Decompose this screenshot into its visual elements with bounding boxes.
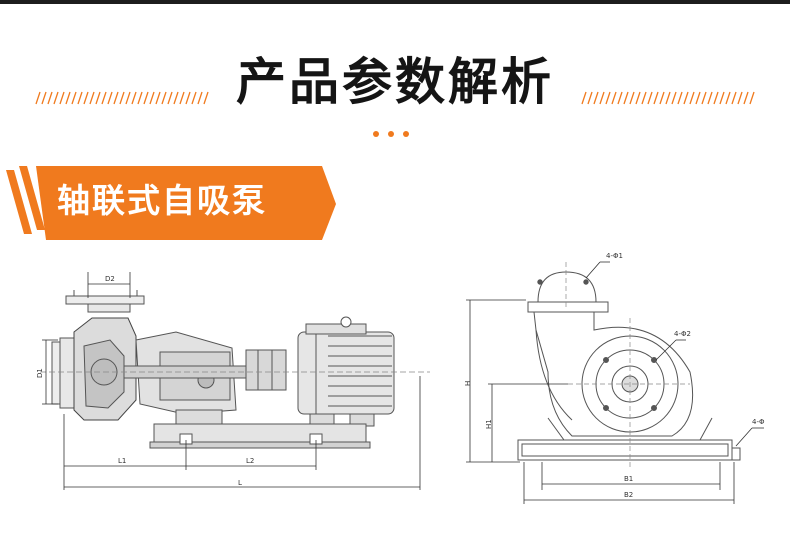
dim-label-l1: L1: [118, 457, 126, 465]
section-badge: [6, 166, 336, 240]
dim-label-b1: B1: [624, 475, 633, 483]
dot: [373, 131, 379, 137]
dim-label-b2: B2: [624, 491, 633, 499]
title-hatch-right: [581, 91, 755, 105]
dot: [403, 131, 409, 137]
title-hatch-left: [35, 91, 209, 105]
dim-label-4-phi: 4-Φ: [752, 418, 765, 426]
dim-label-4-phi1: 4-Φ1: [606, 252, 623, 260]
dim-label-h: H: [464, 381, 472, 386]
dot: [388, 131, 394, 137]
dim-label-h1: H1: [485, 419, 493, 429]
side-view: [40, 290, 430, 449]
page-title: 产品参数解析: [236, 53, 554, 111]
front-view: [517, 262, 741, 470]
section-label: 轴联式自吸泵: [57, 181, 267, 220]
dim-label-d2: D2: [105, 275, 115, 283]
top-dark-bar: [0, 0, 790, 4]
dim-label-4-phi2: 4-Φ2: [674, 330, 691, 338]
dim-label-d1: D1: [36, 368, 44, 378]
side-view-dimensions: [42, 272, 421, 490]
front-view-dimensions: [466, 261, 764, 504]
dim-label-l: L: [238, 479, 242, 487]
dim-label-l2: L2: [246, 457, 254, 465]
